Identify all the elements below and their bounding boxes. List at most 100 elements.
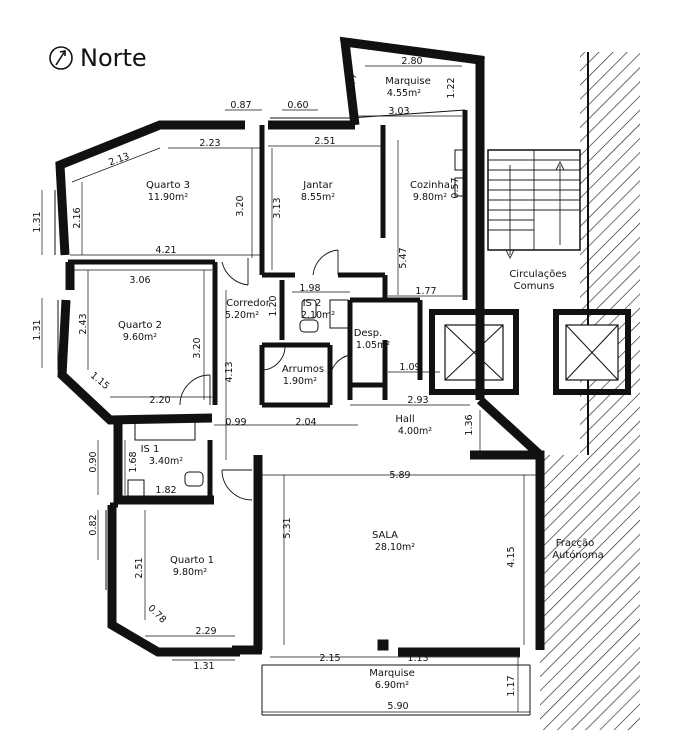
dim-label: 0.87: [230, 100, 251, 111]
dim-label: 2.51: [134, 557, 145, 578]
svg-text:Quarto 3: Quarto 3: [146, 180, 190, 191]
door-swings: [179, 249, 351, 501]
dim-label: 1.82: [155, 485, 176, 496]
room-sala: SALA 28.10m²: [372, 530, 415, 553]
dim-label: 3.20: [192, 337, 203, 358]
window-lines: [54, 39, 531, 716]
dim-label: 1.31: [32, 211, 43, 232]
area-fraccao-autonoma: Fracção Autónoma: [552, 538, 604, 561]
svg-text:IS 2: IS 2: [303, 298, 322, 309]
svg-text:6.90m²: 6.90m²: [375, 680, 409, 691]
room-cozinha: Cozinha 9.80m²: [410, 180, 450, 203]
room-marquise-top: Marquise 4.55m²: [385, 76, 431, 99]
svg-text:3.40m²: 3.40m²: [149, 456, 183, 467]
room-is-2: IS 2 2.10m²: [301, 298, 335, 321]
dim-label: 2.16: [72, 207, 83, 228]
room-quarto-1: Quarto 1 9.80m²: [170, 555, 214, 578]
room-marquise-bottom: Marquise 6.90m²: [369, 668, 415, 691]
dim-label: 0.78: [145, 603, 168, 626]
dim-label: 3.06: [129, 275, 150, 286]
room-quarto-2: Quarto 2 9.60m²: [118, 320, 162, 343]
dim-label: 0.82: [88, 514, 99, 535]
svg-text:8.55m²: 8.55m²: [301, 192, 335, 203]
dim-label: 4.21: [155, 245, 176, 256]
dim-label: 5.89: [389, 470, 410, 481]
dim-label: 1.77: [415, 286, 436, 297]
room-is-1: IS 1 3.40m²: [141, 444, 184, 467]
dim-label: 3.03: [388, 106, 409, 117]
dim-label: 2.29: [195, 626, 216, 637]
dim-label: 1.20: [268, 295, 279, 316]
room-quarto-3: Quarto 3 11.90m²: [146, 180, 190, 203]
dim-label: 4.15: [506, 546, 517, 567]
dim-label: 1.31: [193, 661, 214, 672]
dim-label: 2.20: [149, 395, 170, 406]
svg-text:Marquise: Marquise: [369, 668, 415, 679]
dim-label: 0.90: [88, 451, 99, 472]
dim-label: 1.13: [407, 653, 428, 664]
svg-text:1.05m²: 1.05m²: [356, 340, 390, 351]
svg-text:Quarto 1: Quarto 1: [170, 555, 214, 566]
north-label: Norte: [80, 44, 147, 72]
room-jantar: Jantar 8.55m²: [301, 180, 335, 203]
dim-label: 1.36: [464, 414, 475, 435]
svg-text:Jantar: Jantar: [302, 180, 333, 191]
dim-label: 5.47: [398, 247, 409, 268]
dim-label: 2.93: [407, 395, 428, 406]
dim-label: 2.15: [319, 653, 340, 664]
svg-text:Quarto 2: Quarto 2: [118, 320, 162, 331]
dim-label: 1.17: [506, 675, 517, 696]
room-corredor: Corredor 5.20m²: [225, 298, 271, 321]
svg-text:1.90m²: 1.90m²: [283, 376, 317, 387]
svg-text:Hall: Hall: [395, 414, 414, 425]
dim-label: 2.80: [401, 56, 422, 67]
svg-text:9.80m²: 9.80m²: [413, 192, 447, 203]
dim-label: 4.13: [224, 361, 235, 382]
dimension-lines: [41, 65, 540, 713]
svg-text:9.80m²: 9.80m²: [173, 567, 207, 578]
dim-label: 2.04: [295, 417, 316, 428]
svg-text:Autónoma: Autónoma: [552, 549, 604, 561]
svg-text:4.55m²: 4.55m²: [387, 88, 421, 99]
room-arrumos: Arrumos 1.90m²: [282, 364, 324, 387]
svg-text:Comuns: Comuns: [514, 281, 555, 292]
dim-label: 0.57: [450, 177, 461, 198]
svg-text:Fracção: Fracção: [556, 538, 595, 549]
svg-text:11.90m²: 11.90m²: [148, 192, 188, 203]
svg-text:Desp.: Desp.: [354, 328, 383, 339]
svg-text:2.10m²: 2.10m²: [301, 310, 335, 321]
area-circulacoes: Circulações Comuns: [509, 269, 566, 292]
dim-label: 2.43: [78, 313, 89, 334]
dim-label: 1.15: [88, 370, 111, 392]
lift-shafts: [429, 309, 631, 395]
svg-text:Corredor: Corredor: [226, 298, 271, 309]
svg-text:Marquise: Marquise: [385, 76, 431, 87]
dim-label: 1.68: [128, 451, 139, 472]
dim-label: 1.22: [446, 77, 457, 98]
room-hall: Hall 4.00m²: [395, 414, 432, 437]
svg-text:28.10m²: 28.10m²: [375, 542, 415, 553]
svg-text:9.60m²: 9.60m²: [123, 332, 157, 343]
dim-label: 1.98: [299, 283, 320, 294]
svg-text:5.20m²: 5.20m²: [225, 310, 259, 321]
dim-label: 0.60: [287, 100, 308, 111]
dim-label: 1.31: [32, 319, 43, 340]
svg-text:Circulações: Circulações: [509, 269, 566, 280]
dim-label: 0.99: [225, 417, 246, 428]
dim-label: 2.51: [314, 136, 335, 147]
dim-label: 2.23: [199, 138, 220, 149]
svg-text:IS 1: IS 1: [141, 444, 160, 455]
dim-label: 1.77: [345, 72, 360, 95]
dim-label: 1.09: [399, 362, 420, 373]
dim-label: 2.13: [107, 151, 131, 169]
dim-label: 5.31: [282, 517, 293, 538]
dim-label: 3.20: [235, 195, 246, 216]
interior-walls: [68, 110, 468, 508]
north-indicator: Norte: [48, 44, 147, 72]
dim-label: 5.90: [387, 701, 408, 712]
fixtures: [127, 149, 468, 651]
dim-label: 3.13: [272, 197, 283, 218]
svg-text:SALA: SALA: [372, 530, 398, 541]
north-arrow-icon: [49, 46, 73, 70]
